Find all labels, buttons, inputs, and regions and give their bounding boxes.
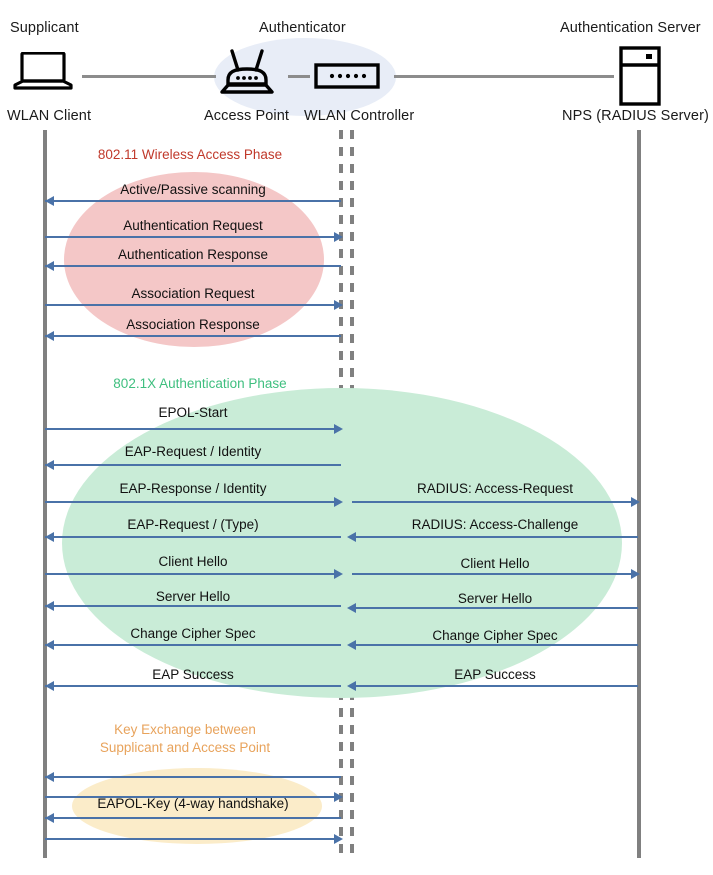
- arrowhead-left: [45, 681, 54, 691]
- arrowhead-left: [45, 261, 54, 271]
- message-line: [45, 644, 341, 646]
- arrowhead-right: [334, 792, 343, 802]
- arrowhead-left: [347, 603, 356, 613]
- role-title-authentication-server: Authentication Server: [560, 20, 701, 36]
- message-line: [45, 501, 341, 503]
- message-label: EAP Success: [152, 667, 234, 682]
- message-line: [352, 573, 638, 575]
- arrowhead-right: [334, 497, 343, 507]
- message-line: [45, 573, 341, 575]
- arrowhead-left: [347, 532, 356, 542]
- arrowhead-right: [334, 300, 343, 310]
- device-name-nps-radius-server: NPS (RADIUS Server): [562, 108, 709, 124]
- message-line: [45, 605, 341, 607]
- message-line: [45, 265, 341, 267]
- laptop-icon: [12, 51, 74, 99]
- arrowhead-left: [45, 331, 54, 341]
- arrowhead-right: [334, 424, 343, 434]
- phase-ellipse-8021x: [62, 388, 622, 698]
- arrowhead-right: [334, 232, 343, 242]
- device-name-wlan-client: WLAN Client: [7, 108, 92, 124]
- connector-client-ap: [82, 75, 216, 78]
- message-line: [352, 644, 638, 646]
- arrowhead-left: [347, 640, 356, 650]
- arrowhead-left: [45, 640, 54, 650]
- message-label: Change Cipher Spec: [130, 626, 256, 641]
- arrowhead-right: [334, 834, 343, 844]
- arrowhead-left: [45, 601, 54, 611]
- message-label: EAP-Response / Identity: [119, 481, 267, 496]
- phase-title-8021x: 802.1X Authentication Phase: [113, 376, 287, 391]
- message-line: [352, 501, 638, 503]
- message-label: Server Hello: [457, 591, 533, 606]
- message-label: EPOL-Start: [158, 405, 228, 420]
- arrowhead-left: [347, 681, 356, 691]
- device-name-wlan-controller: WLAN Controller: [304, 108, 415, 124]
- message-label: EAPOL-Key (4-way handshake): [97, 796, 289, 811]
- message-label: EAP-Request / Identity: [124, 444, 262, 459]
- message-label: Client Hello: [460, 556, 530, 571]
- message-line: [45, 236, 341, 238]
- connector-controller-server: [394, 75, 614, 78]
- message-line: [45, 817, 341, 819]
- message-label: Authentication Response: [117, 247, 269, 262]
- message-label: EAP-Request / (Type): [127, 517, 259, 532]
- message-label: Server Hello: [155, 589, 231, 604]
- arrowhead-left: [45, 196, 54, 206]
- message-line: [45, 838, 341, 840]
- message-label: RADIUS: Access-Challenge: [411, 517, 579, 532]
- message-label: EAP Success: [454, 667, 536, 682]
- message-line: [45, 464, 341, 466]
- message-label: Change Cipher Spec: [432, 628, 558, 643]
- message-line: [352, 536, 638, 538]
- arrowhead-left: [45, 813, 54, 823]
- server-icon: [618, 46, 662, 111]
- message-label: RADIUS: Access-Request: [416, 481, 574, 496]
- router-icon: [216, 48, 278, 101]
- message-label: Authentication Request: [123, 218, 263, 233]
- phase-ellipse-key-exchange: [72, 768, 322, 844]
- phase-title-80211: 802.11 Wireless Access Phase: [97, 147, 283, 162]
- message-line: [45, 335, 341, 337]
- message-line: [45, 776, 341, 778]
- role-title-authenticator: Authenticator: [259, 20, 346, 36]
- lifeline-supplicant: [43, 130, 47, 858]
- message-line: [352, 607, 638, 609]
- connector-ap-controller: [288, 75, 310, 78]
- message-label: Association Response: [126, 317, 260, 332]
- arrowhead-right: [631, 497, 640, 507]
- message-label: Active/Passive scanning: [120, 182, 266, 197]
- message-line: [45, 200, 341, 202]
- arrowhead-right: [631, 569, 640, 579]
- arrowhead-right: [334, 569, 343, 579]
- phase-title-key-exchange-line2: Supplicant and Access Point: [99, 740, 271, 755]
- controller-icon: [314, 62, 380, 95]
- message-line: [45, 428, 341, 430]
- message-label: Client Hello: [158, 554, 228, 569]
- message-line: [352, 685, 638, 687]
- role-title-supplicant: Supplicant: [10, 20, 79, 36]
- message-line: [45, 796, 341, 798]
- message-line: [45, 536, 341, 538]
- arrowhead-left: [45, 460, 54, 470]
- message-line: [45, 304, 341, 306]
- message-label: Association Request: [131, 286, 255, 301]
- phase-title-key-exchange-line1: Key Exchange between: [114, 722, 256, 737]
- lifeline-auth-server: [637, 130, 641, 858]
- arrowhead-left: [45, 772, 54, 782]
- arrowhead-left: [45, 532, 54, 542]
- device-name-access-point: Access Point: [204, 108, 290, 124]
- message-line: [45, 685, 341, 687]
